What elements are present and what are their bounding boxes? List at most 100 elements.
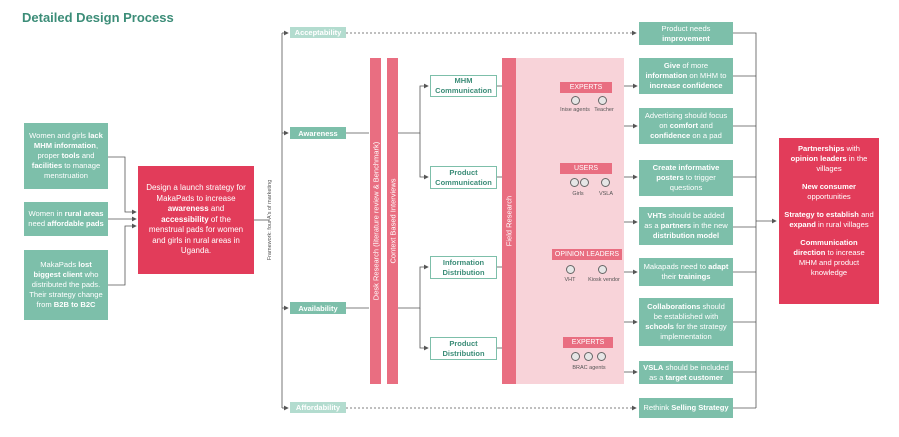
- text: in the new: [691, 221, 728, 230]
- bold-text: adapt: [708, 262, 729, 271]
- rich-text: MakaPads lost biggest client who distrib…: [28, 260, 104, 310]
- participant-label: EXPERTS: [560, 82, 612, 93]
- context-interviews-label: Context Based Interviews: [388, 178, 397, 264]
- bold-text: trainings: [678, 272, 711, 281]
- text: to trigger questions: [669, 173, 716, 192]
- text: MakaPads: [40, 260, 79, 269]
- text: Women and girls: [29, 131, 89, 140]
- rich-text: Give of more information on MHM to incre…: [643, 61, 729, 91]
- bold-text: New consumer: [801, 182, 857, 191]
- text: their: [661, 272, 679, 281]
- bold-text: distribution model: [652, 231, 720, 240]
- text: should be added as a: [644, 211, 725, 230]
- person-icon: [571, 352, 580, 361]
- problem-box: MakaPads lost biggest client who distrib…: [24, 250, 108, 320]
- bold-text: Create informative posters: [652, 163, 720, 182]
- person-icon: [571, 96, 580, 105]
- recommendation-item: Strategy to establish and expand in rura…: [784, 210, 874, 230]
- bold-text: awareness: [167, 204, 209, 214]
- goal-box: Design a launch strategy for MakaPads to…: [138, 166, 254, 274]
- bold-text: Give: [663, 61, 681, 70]
- bold-text: accessibility: [161, 214, 209, 224]
- tag-affordability: Affordability: [290, 402, 346, 413]
- rich-text: Product needs improvement: [643, 24, 729, 44]
- bold-text: improvement: [662, 33, 710, 43]
- problem-box: Women in rural areas need affordable pad…: [24, 202, 108, 236]
- rich-text: Women and girls lack MHM information, pr…: [28, 131, 104, 181]
- rich-text: Advertising should focus on comfort and …: [643, 111, 729, 141]
- bold-text: Selling Strategy: [671, 403, 729, 412]
- bold-text: information: [645, 71, 688, 80]
- rich-text: Collaborations should be established wit…: [643, 302, 729, 342]
- text: opportunities: [807, 192, 851, 201]
- text: in the villages: [816, 154, 868, 173]
- rich-text: VHTs should be added as a partners in th…: [643, 211, 729, 241]
- insight-box: Give of more information on MHM to incre…: [639, 58, 733, 94]
- topic-product-distribution: Product Distribution: [430, 337, 497, 360]
- person-icon: [598, 96, 607, 105]
- rich-text: VSLA should be included as a target cust…: [643, 363, 729, 383]
- bold-text: tools: [61, 151, 80, 160]
- rich-text: Rethink Selling Strategy: [643, 403, 728, 413]
- text: should be established with: [653, 302, 725, 321]
- text: on a pad: [690, 131, 722, 140]
- participant-name: Teacher: [594, 107, 614, 113]
- field-research-label: Field Research: [504, 195, 514, 247]
- context-interviews-bar: Context Based Interviews: [387, 58, 398, 384]
- bold-text: B2B to B2C: [53, 300, 96, 309]
- page-title: Detailed Design Process: [22, 10, 174, 25]
- bold-text: lack MHM information: [33, 131, 103, 150]
- text: and: [79, 151, 95, 160]
- problem-box: Women and girls lack MHM information, pr…: [24, 123, 108, 189]
- bold-text: schools: [645, 322, 674, 331]
- bold-text: rural areas: [64, 209, 104, 218]
- person-icon: [597, 352, 606, 361]
- person-icon: [570, 178, 579, 187]
- text: of more: [680, 61, 709, 70]
- topic-product-communication: Product Communication: [430, 166, 497, 189]
- rich-text: Makapads need to adapt their trainings: [643, 262, 729, 282]
- insight-box: Create informative posters to trigger qu…: [639, 160, 733, 196]
- participant-label: USERS: [560, 163, 612, 174]
- rich-text: New consumer opportunities: [802, 182, 856, 201]
- text: and: [858, 210, 874, 219]
- bold-text: confidence: [650, 131, 691, 140]
- person-icon: [598, 265, 607, 274]
- desk-research-label: Desk Research (literature review & Bench…: [371, 141, 380, 301]
- participant-name: VHT: [564, 277, 576, 283]
- insight-box: Collaborations should be established wit…: [639, 298, 733, 346]
- tag-awareness: Awareness: [290, 127, 346, 139]
- text: Rethink: [643, 403, 672, 412]
- participant-name: VSLA: [598, 191, 614, 197]
- person-icon: [584, 352, 593, 361]
- text: should be included as a: [649, 362, 729, 382]
- rich-text: Design a launch strategy for MakaPads to…: [144, 183, 248, 257]
- topic-information-distribution: Information Distribution: [430, 256, 497, 279]
- text: to increase MHM and product knowledge: [798, 248, 865, 277]
- rich-text: Women in rural areas need affordable pad…: [28, 209, 104, 229]
- text: and: [698, 121, 713, 130]
- bold-text: opinion leaders: [790, 154, 847, 163]
- recommendations-box: Partnerships with opinion leaders in the…: [779, 138, 879, 304]
- insight-box: VHTs should be added as a partners in th…: [639, 207, 733, 245]
- participant-name: Kiosk vendor: [588, 277, 620, 283]
- insight-box: VSLA should be included as a target cust…: [639, 361, 733, 384]
- insight-box: Rethink Selling Strategy: [639, 398, 733, 418]
- person-icon: [566, 265, 575, 274]
- text: Women in: [28, 209, 65, 218]
- bold-text: lost biggest client: [33, 260, 92, 279]
- framework-label: Framework: four A's of marketing: [267, 179, 273, 261]
- framework-label-wrap: Framework: four A's of marketing: [264, 140, 276, 300]
- bold-text: expand: [789, 220, 816, 229]
- text: Design a launch strategy for MakaPads to…: [146, 183, 246, 203]
- recommendation-item: Communication direction to increase MHM …: [784, 238, 874, 278]
- bold-text: Partnerships: [797, 144, 845, 153]
- text: in rural villages: [815, 220, 869, 229]
- person-icon: [580, 178, 589, 187]
- bold-text: VHTs: [647, 211, 667, 220]
- rich-text: Strategy to establish and expand in rura…: [784, 210, 873, 229]
- bold-text: VSLA: [643, 362, 664, 372]
- bold-text: facilities: [31, 161, 63, 170]
- participant-name: Inise agents: [560, 107, 590, 113]
- participant-name: Girls: [572, 191, 584, 197]
